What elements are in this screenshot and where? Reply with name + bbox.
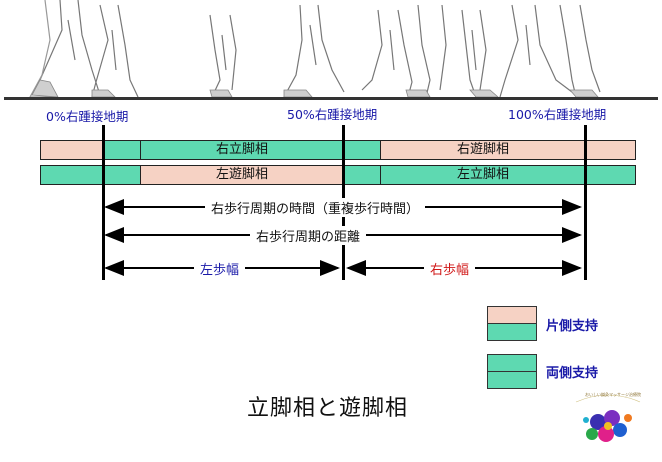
label-0-percent: 0%右踵接地期 xyxy=(46,109,129,124)
cycle-time-label: 右歩行周期の時間（重複歩行時間） xyxy=(205,198,426,217)
diagram-title: 立脚相と遊脚相 xyxy=(247,396,409,421)
right-stance-label: 右立脚相 xyxy=(215,142,268,157)
legend-single-label: 片側支持 xyxy=(546,319,599,334)
cycle-distance-label: 右歩行周期の距離 xyxy=(250,226,367,245)
label-50-percent: 50%右踵接地期 xyxy=(287,107,378,122)
marker-line-100 xyxy=(584,125,587,280)
right-step-label: 右歩幅 xyxy=(424,259,476,278)
legend-single-top xyxy=(487,306,537,324)
marker-line-0 xyxy=(102,125,105,280)
right-swing-label: 右遊脚相 xyxy=(456,142,509,157)
legend-double-label: 両側支持 xyxy=(546,366,599,381)
legend-double-bottom xyxy=(487,371,537,389)
left-step-label: 左歩幅 xyxy=(194,259,246,278)
legend-single-bottom xyxy=(487,323,537,341)
ground-line xyxy=(4,97,658,100)
legend-double-top xyxy=(487,354,537,372)
walking-figures-illustration xyxy=(4,0,658,100)
flower-logo-icon xyxy=(575,394,641,442)
left-swing-label: 左遊脚相 xyxy=(215,167,268,182)
dimension-arrows xyxy=(104,199,582,276)
logo-text: おいしい鍼灸マッサージ治療院 xyxy=(585,392,641,397)
left-stance-label: 左立脚相 xyxy=(456,167,509,182)
label-100-percent: 100%右踵接地期 xyxy=(508,107,607,122)
